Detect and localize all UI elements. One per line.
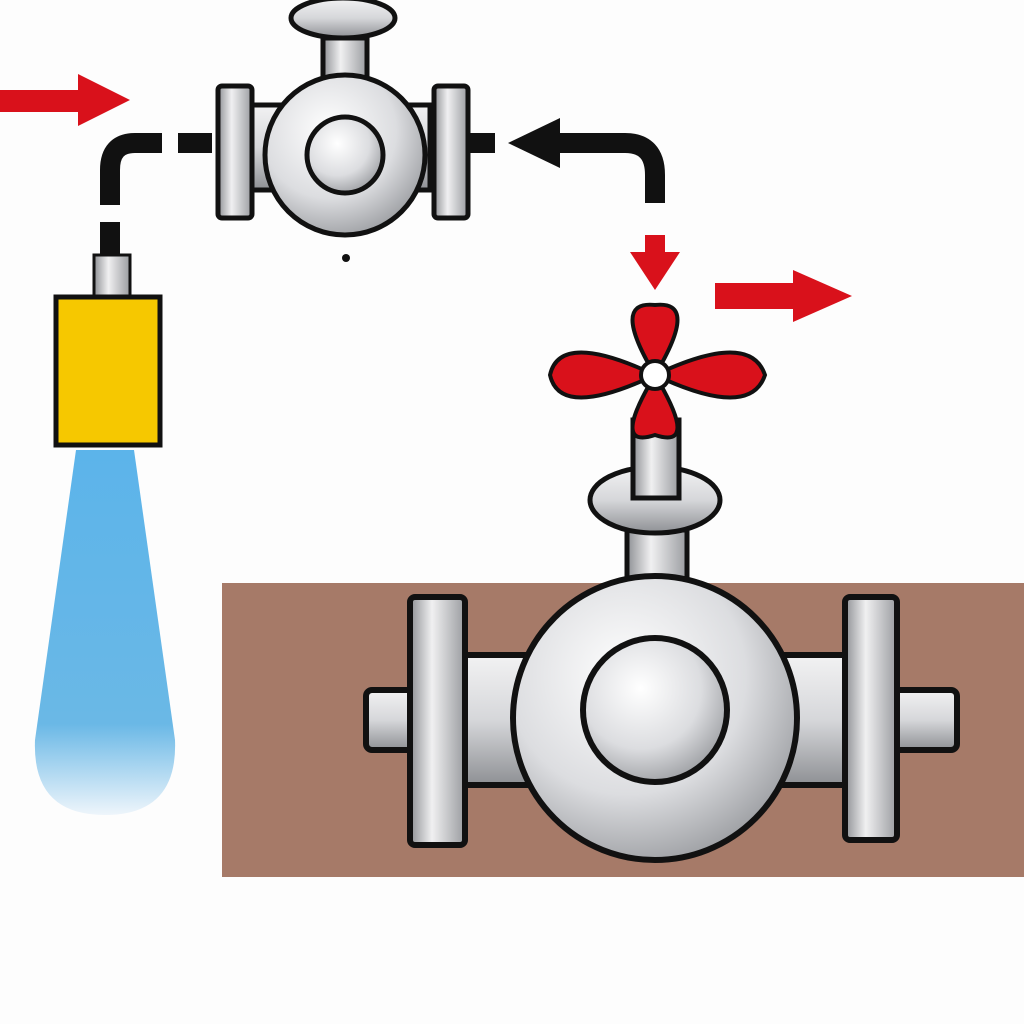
arrow-left-icon	[508, 118, 560, 168]
valve-icon	[215, 0, 471, 238]
sprayer-box	[53, 294, 163, 448]
pipe-right	[470, 133, 665, 203]
pipe-connector	[92, 253, 132, 302]
arrow-right-icon	[0, 74, 130, 126]
water-spray-icon	[34, 450, 176, 815]
valve-icon	[363, 573, 960, 863]
dot	[342, 254, 350, 262]
arrow-down-icon	[630, 235, 680, 290]
handwheel-icon	[547, 302, 768, 440]
arrow-right-icon	[715, 270, 852, 322]
pipe-left	[100, 133, 212, 258]
